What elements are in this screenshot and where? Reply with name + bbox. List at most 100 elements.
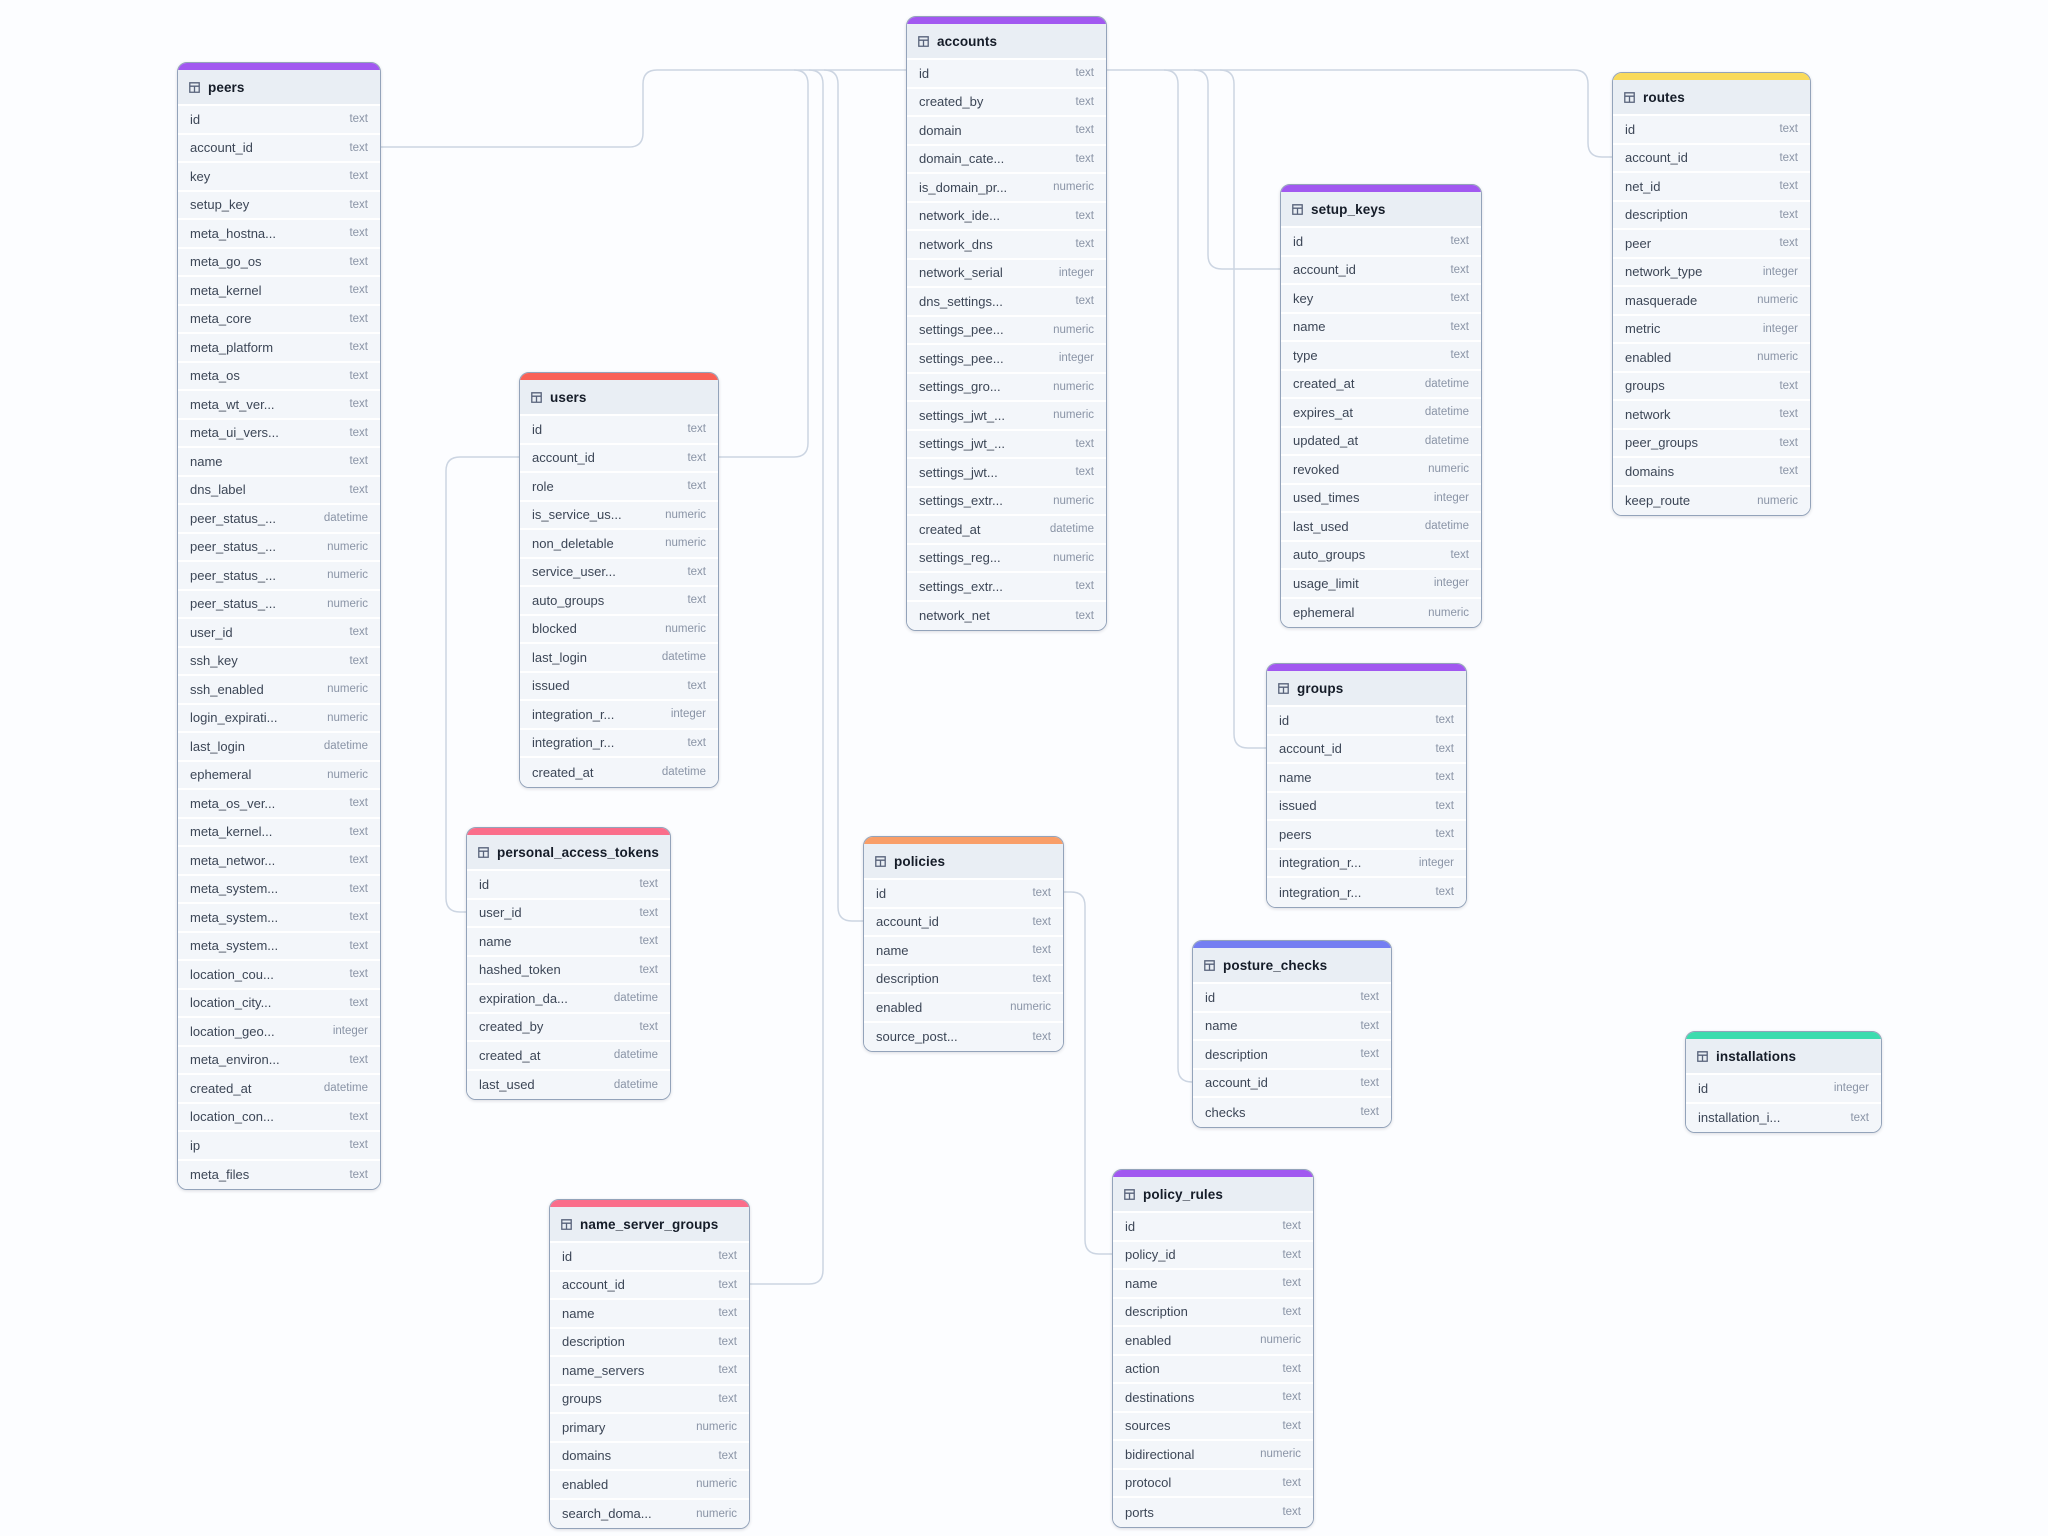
table-card-name_server_groups[interactable]: name_server_groups id text account_id te… (549, 1199, 750, 1529)
table-card-posture_checks[interactable]: posture_checks id text name text descrip… (1192, 940, 1392, 1128)
table-row[interactable]: peer_groups text (1613, 429, 1810, 458)
table-row[interactable]: network_dns text (907, 231, 1106, 260)
table-row[interactable]: location_con... text (178, 1103, 380, 1132)
table-row[interactable]: location_cou... text (178, 961, 380, 990)
table-row[interactable]: peer_status_... numeric (178, 562, 380, 591)
table-row[interactable]: setup_key text (178, 191, 380, 220)
table-row[interactable]: domains text (550, 1442, 749, 1471)
table-row[interactable]: last_used datetime (467, 1070, 670, 1099)
table-row[interactable]: meta_core text (178, 305, 380, 334)
table-row[interactable]: expiration_da... datetime (467, 985, 670, 1014)
table-row[interactable]: meta_kernel text (178, 277, 380, 306)
table-row[interactable]: peers text (1267, 821, 1466, 850)
table-row[interactable]: meta_os_ver... text (178, 790, 380, 819)
table-row[interactable]: settings_pee... integer (907, 345, 1106, 374)
table-row[interactable]: meta_ui_vers... text (178, 419, 380, 448)
table-row[interactable]: id integer (1686, 1075, 1881, 1104)
table-row[interactable]: groups text (550, 1385, 749, 1414)
table-row[interactable]: installation_i... text (1686, 1103, 1881, 1132)
table-row[interactable]: domain text (907, 117, 1106, 146)
table-row[interactable]: description text (1613, 201, 1810, 230)
table-row[interactable]: source_post... text (864, 1022, 1063, 1051)
table-row[interactable]: name text (1113, 1270, 1313, 1299)
table-row[interactable]: key text (178, 163, 380, 192)
table-row[interactable]: peer_status_... datetime (178, 505, 380, 534)
table-row[interactable]: domain_cate... text (907, 145, 1106, 174)
table-row[interactable]: description text (1113, 1298, 1313, 1327)
table-row[interactable]: meta_system... text (178, 904, 380, 933)
table-row[interactable]: settings_reg... numeric (907, 544, 1106, 573)
table-row[interactable]: settings_jwt_... text (907, 430, 1106, 459)
table-row[interactable]: peer_status_... numeric (178, 533, 380, 562)
table-row[interactable]: meta_system... text (178, 932, 380, 961)
table-row[interactable]: integration_r... integer (520, 701, 718, 730)
table-row[interactable]: used_times integer (1281, 484, 1481, 513)
table-row[interactable]: description text (550, 1328, 749, 1357)
table-row[interactable]: blocked numeric (520, 615, 718, 644)
table-row[interactable]: ssh_key text (178, 647, 380, 676)
table-row[interactable]: id text (550, 1243, 749, 1272)
table-row[interactable]: last_used datetime (1281, 513, 1481, 542)
table-row[interactable]: service_user... text (520, 558, 718, 587)
table-row[interactable]: created_at datetime (1281, 370, 1481, 399)
table-row[interactable]: settings_jwt_... numeric (907, 402, 1106, 431)
table-row[interactable]: domains text (1613, 458, 1810, 487)
table-row[interactable]: meta_system... text (178, 875, 380, 904)
table-row[interactable]: masquerade numeric (1613, 287, 1810, 316)
table-row[interactable]: created_by text (467, 1013, 670, 1042)
table-row[interactable]: account_id text (864, 908, 1063, 937)
table-row[interactable]: created_at datetime (178, 1075, 380, 1104)
table-row[interactable]: settings_jwt... text (907, 459, 1106, 488)
table-row[interactable]: location_city... text (178, 989, 380, 1018)
table-row[interactable]: network_ide... text (907, 202, 1106, 231)
table-row[interactable]: meta_wt_ver... text (178, 391, 380, 420)
table-row[interactable]: id text (520, 416, 718, 445)
table-row[interactable]: account_id text (1281, 256, 1481, 285)
table-row[interactable]: net_id text (1613, 173, 1810, 202)
table-row[interactable]: account_id text (1267, 735, 1466, 764)
table-row[interactable]: settings_pee... numeric (907, 316, 1106, 345)
table-row[interactable]: login_expirati... numeric (178, 704, 380, 733)
table-row[interactable]: description text (1193, 1041, 1391, 1070)
table-row[interactable]: id text (1613, 116, 1810, 145)
table-row[interactable]: issued text (520, 672, 718, 701)
table-row[interactable]: ports text (1113, 1498, 1313, 1527)
table-row[interactable]: created_by text (907, 88, 1106, 117)
table-row[interactable]: dns_settings... text (907, 288, 1106, 317)
table-row[interactable]: location_geo... integer (178, 1018, 380, 1047)
table-row[interactable]: id text (1267, 707, 1466, 736)
table-row[interactable]: protocol text (1113, 1469, 1313, 1498)
table-row[interactable]: ip text (178, 1132, 380, 1161)
table-row[interactable]: policy_id text (1113, 1241, 1313, 1270)
table-row[interactable]: account_id text (550, 1271, 749, 1300)
table-row[interactable]: expires_at datetime (1281, 399, 1481, 428)
table-card-policies[interactable]: policies id text account_id text name te… (863, 836, 1064, 1052)
table-card-installations[interactable]: installations id integer installation_i.… (1685, 1031, 1882, 1133)
table-row[interactable]: search_doma... numeric (550, 1499, 749, 1528)
table-row[interactable]: name_servers text (550, 1357, 749, 1386)
table-row[interactable]: description text (864, 965, 1063, 994)
table-row[interactable]: user_id text (178, 619, 380, 648)
table-row[interactable]: hashed_token text (467, 956, 670, 985)
table-row[interactable]: name text (178, 448, 380, 477)
table-row[interactable]: meta_os text (178, 362, 380, 391)
table-row[interactable]: name text (550, 1300, 749, 1329)
table-row[interactable]: name text (1193, 1012, 1391, 1041)
table-row[interactable]: meta_go_os text (178, 248, 380, 277)
table-row[interactable]: enabled numeric (1613, 344, 1810, 373)
table-row[interactable]: account_id text (1613, 144, 1810, 173)
table-card-policy_rules[interactable]: policy_rules id text policy_id text name… (1112, 1169, 1314, 1528)
table-row[interactable]: meta_files text (178, 1160, 380, 1189)
table-row[interactable]: sources text (1113, 1412, 1313, 1441)
table-row[interactable]: ephemeral numeric (178, 761, 380, 790)
table-row[interactable]: enabled numeric (550, 1471, 749, 1500)
table-row[interactable]: integration_r... text (1267, 878, 1466, 907)
table-row[interactable]: network text (1613, 401, 1810, 430)
table-row[interactable]: name text (467, 928, 670, 957)
table-row[interactable]: usage_limit integer (1281, 570, 1481, 599)
table-row[interactable]: id text (1193, 984, 1391, 1013)
table-card-groups[interactable]: groups id text account_id text name text… (1266, 663, 1467, 908)
table-row[interactable]: settings_gro... numeric (907, 373, 1106, 402)
table-row[interactable]: name text (1267, 764, 1466, 793)
table-card-accounts[interactable]: accounts id text created_by text domain … (906, 16, 1107, 631)
